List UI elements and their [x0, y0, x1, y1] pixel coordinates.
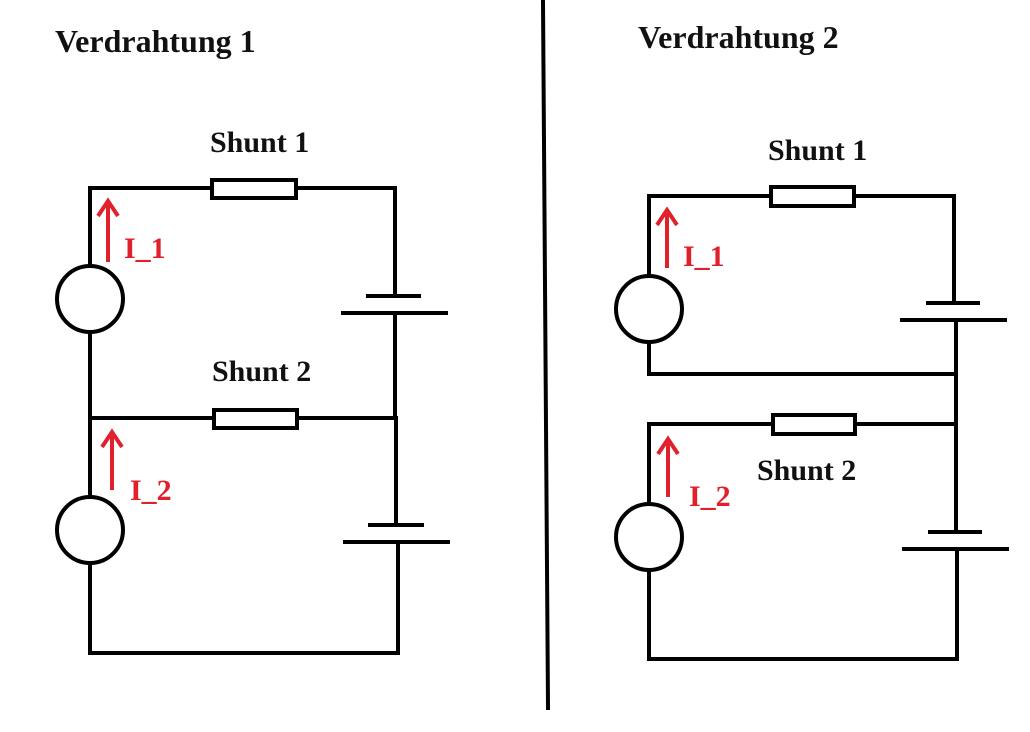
panel-1-current-label-2: I_2 [130, 474, 172, 507]
panel-divider [540, 0, 551, 711]
panel-1-current-source-2 [55, 495, 125, 565]
panel-2-shunt-2-resistor [771, 413, 857, 436]
panel-2-current-arrow-2 [656, 435, 680, 497]
panel-2-upper-circuit: Shunt 1 I_1 [614, 134, 1007, 426]
panel-1-shunt-2-resistor [212, 408, 299, 430]
panel-1-title: Verdrahtung 1 [55, 23, 256, 59]
panel-verdrahtung-1: Verdrahtung 1 Shunt 1 I_1 Shunt 2 [55, 23, 450, 655]
panel-1-shunt-1-resistor [210, 178, 298, 200]
panel-1-current-arrow-1 [96, 197, 120, 262]
panel-1-shunt-2-label: Shunt 2 [212, 355, 311, 388]
panel-2-current-arrow-1-head [655, 206, 679, 227]
panel-1-current-source-1 [55, 264, 125, 334]
panel-1-current-arrow-2-head [100, 428, 124, 449]
panel-verdrahtung-2: Verdrahtung 2 Shunt 1 I_1 [614, 19, 1009, 661]
panel-1-current-label-1: I_1 [124, 232, 166, 265]
panel-1-upper-circuit: Shunt 1 I_1 [55, 126, 448, 420]
panel-2-current-label-1: I_1 [683, 240, 725, 273]
panel-2-current-source-1 [614, 274, 684, 344]
panel-2-shunt-2-label: Shunt 2 [757, 454, 856, 487]
panel-1-lower-circuit: I_2 [55, 416, 450, 655]
panel-1-shunt-1-label: Shunt 1 [210, 126, 309, 159]
panel-2-current-label-2: I_2 [689, 480, 731, 513]
panel-1-current-arrow-1-head [96, 197, 120, 218]
panel-2-current-source-2 [614, 502, 684, 572]
panel-2-current-arrow-1 [655, 206, 679, 268]
panel-2-lower-circuit: Shunt 2 I_2 [614, 413, 1009, 661]
panel-1-current-arrow-2 [100, 428, 124, 490]
panel-2-shunt-1-resistor [769, 185, 856, 208]
panel-2-title: Verdrahtung 2 [638, 19, 839, 55]
panel-2-current-arrow-2-head [656, 435, 680, 456]
panel-2-shunt-1-label: Shunt 1 [768, 134, 867, 167]
